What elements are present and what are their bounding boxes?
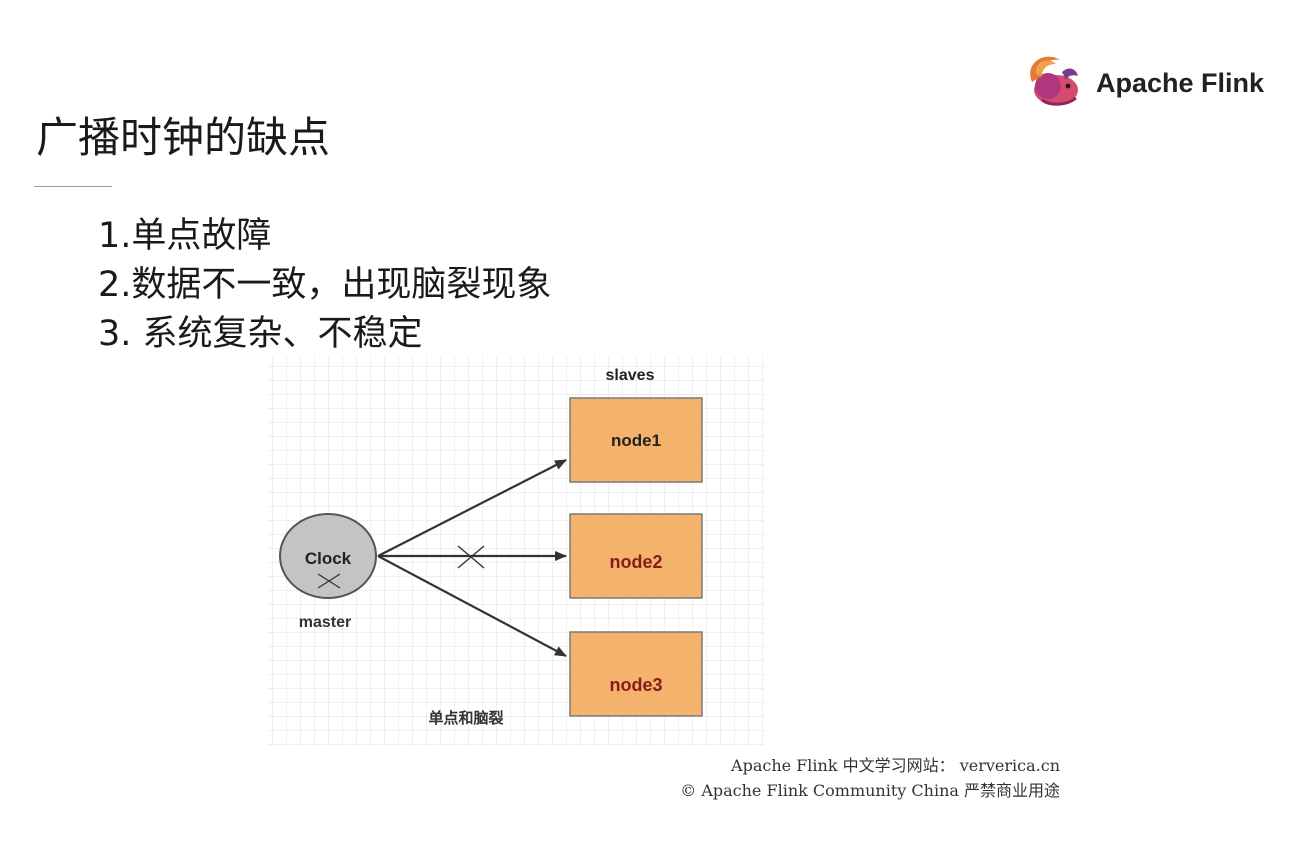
bullet-point-2: 2.数据不一致，出现脑裂现象 [98, 265, 552, 305]
arrow-to-node3 [377, 555, 567, 657]
slaves-label: slaves [606, 367, 655, 384]
master-clock-node [279, 513, 377, 599]
node3-label: node3 [609, 675, 662, 695]
slide-title: 广播时钟的缺点 [36, 113, 331, 162]
master-clock-label: Clock [305, 549, 352, 568]
bullet-point-3: 3. 系统复杂、不稳定 [98, 314, 423, 354]
node2-box [569, 513, 703, 599]
logo-text: Apache Flink [1096, 68, 1265, 98]
footer-copyright-line: © Apache Flink Community China 严禁商业用途 [680, 781, 1060, 800]
arrow-to-node1 [377, 459, 567, 557]
footer-notice: Apache Flink 中文学习网站： ververica.cn © Apac… [560, 753, 1060, 803]
broken-link-cross-icon [457, 545, 485, 569]
broadcast-clock-diagram: slaves Clock master node1 node2 node3 单点… [268, 356, 764, 746]
bullet-point-1: 1.单点故障 [98, 216, 272, 256]
footer-website-line: Apache Flink 中文学习网站： ververica.cn [731, 756, 1060, 775]
title-underline [34, 186, 112, 187]
node1-label: node1 [611, 431, 661, 450]
flink-squirrel-icon [1030, 56, 1078, 106]
apache-flink-logo: Apache Flink [1022, 52, 1272, 108]
clock-failure-cross-icon [317, 573, 341, 589]
node3-box [569, 631, 703, 717]
bullet-list: 1.单点故障 2.数据不一致，出现脑裂现象 3. 系统复杂、不稳定 [98, 212, 551, 359]
node1-box [569, 397, 703, 483]
node2-label: node2 [609, 552, 662, 572]
master-label: master [299, 614, 351, 631]
diagram-caption: 单点和脑裂 [428, 709, 503, 727]
